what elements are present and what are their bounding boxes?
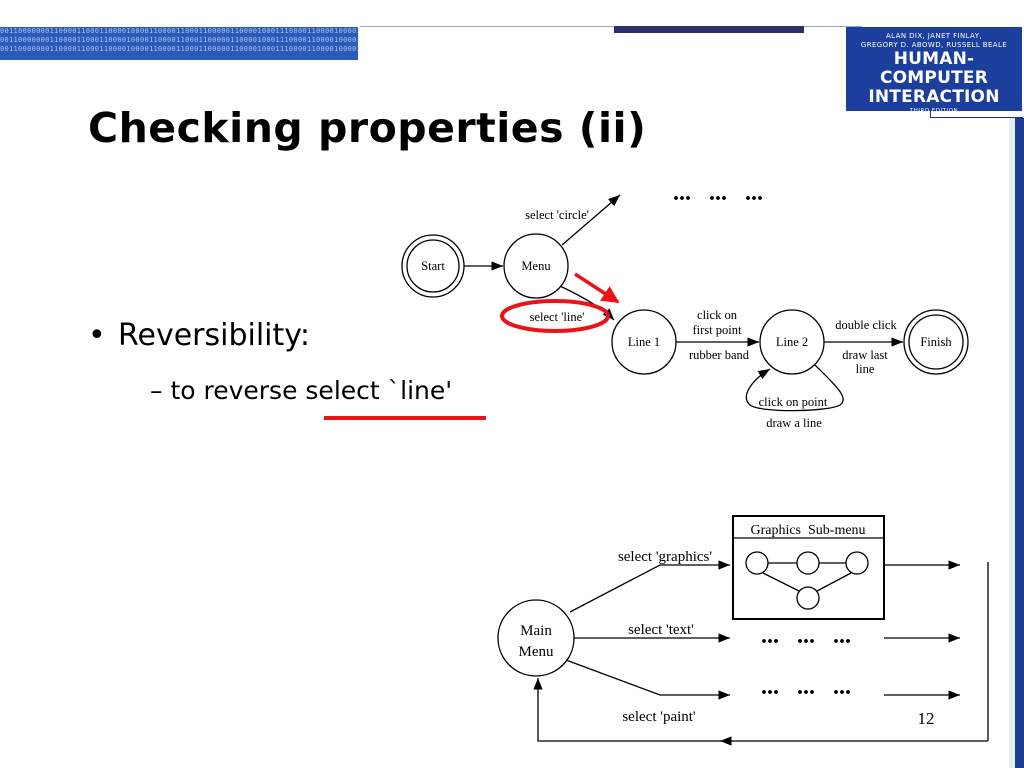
red-underline-annotation [324,416,486,420]
label-draw-a-line: draw a line [766,416,822,430]
state-line2-label: Line 2 [776,335,808,349]
red-ellipse-annotation [500,299,610,333]
state-menu [503,233,569,299]
label-select-text: select 'text' [628,622,694,638]
label-select-graphics: select 'graphics' [618,549,712,565]
submenu-node-right [845,551,869,575]
edge-select-circle [561,194,621,246]
book-title-2: INTERACTION [868,87,1000,107]
submenu-title: Graphics Sub-menu [750,523,865,538]
book-authors-2: GREGORY D. ABOWD, RUSSELL BEALE [860,41,1008,49]
binary-row-3: 0011000000011000011000110000100001100001… [0,45,358,53]
label-select-line: select 'line' [530,310,585,324]
upper-ellipsis: ... ... ... [673,180,763,206]
book-cover-logo: ALAN DIX, JANET FINLAY, GREGORY D. ABOWD… [846,27,1022,114]
book-corner-bracket [930,111,1023,118]
bullet-level1-text: Reversibility: [118,318,310,353]
label-rubber-band: rubber band [689,348,750,362]
lower-ellipsis-paint: ... ... ... [761,674,851,700]
bullet-marker: • [88,318,106,353]
book-title-1: HUMAN-COMPUTER [879,49,988,88]
state-menu-label: Menu [521,259,551,273]
bullet-level1: • Reversibility: [88,318,310,353]
submenu-edge-3 [762,572,800,592]
right-side-bar-light [1009,118,1015,768]
book-authors-1: ALAN DIX, JANET FINLAY, [885,32,983,40]
edge-line2-selfloop [745,364,844,412]
label-first-point: first point [693,323,742,337]
label-line: line [856,362,875,376]
edge-select-graphics [569,560,730,613]
state-finish-inner [908,314,964,370]
book-edition: THIRD EDITION [909,108,959,114]
label-select-circle: select 'circle' [525,208,589,222]
label-draw-last: draw last [842,348,888,362]
binary-row-1: 0011000000011000011000110000100001100001… [0,27,358,35]
header-dark-bar [614,26,804,33]
state-start-inner [406,239,460,293]
graphics-submenu-box [732,515,885,620]
red-arrow-annotation [574,272,620,304]
label-select-paint: select 'paint' [622,709,696,725]
label-click-on-point: click on point [759,395,828,409]
right-side-bar [1015,118,1024,768]
main-menu-label-2: Menu [519,644,554,660]
state-line1-label: Line 1 [628,335,660,349]
state-start-label: Start [421,259,445,273]
page-number: 12 [918,709,935,728]
edge-select-paint [565,659,730,700]
label-double-click: double click [835,318,897,332]
lower-menu-diagram [497,515,989,746]
state-finish-label: Finish [920,335,952,349]
submenu-node-middle [796,551,820,575]
state-finish-outer [903,309,969,375]
submenu-edge-4 [816,572,852,592]
label-click-on: click on [697,308,738,322]
bullet-level2: – to reverse select `line' [150,376,453,405]
binary-row-2: 0011000000011000011000110000100001100001… [0,36,358,44]
header-rule [360,26,862,27]
slide-title: Checking properties (ii) [88,104,647,152]
return-to-main-menu [533,678,722,742]
main-menu-label-1: Main [520,623,552,639]
header-binary-strip: 0011000000011000011000110000100001100001… [0,27,358,60]
upper-state-diagram [401,194,969,412]
lower-ellipsis-text: ... ... ... [761,623,851,649]
submenu-node-left [745,551,769,575]
submenu-node-bottom [796,586,820,610]
